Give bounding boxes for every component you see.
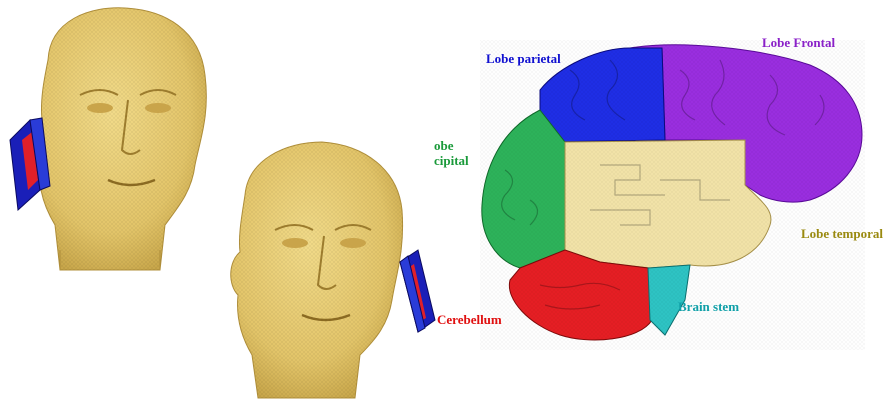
label-lobe-occipital: obe cipital: [434, 138, 490, 168]
label-lobe-parietal: Lobe parietal: [486, 51, 561, 66]
label-brain-stem: Brain stem: [678, 299, 739, 314]
head-model-right: [231, 142, 403, 398]
label-cerebellum: Cerebellum: [437, 312, 502, 327]
label-lobe-temporal: Lobe temporal: [801, 226, 883, 241]
brain-model: [480, 40, 865, 350]
label-lobe-frontal: Lobe Frontal: [762, 35, 835, 50]
device-right: [400, 250, 435, 332]
head-model-left: [33, 8, 207, 270]
